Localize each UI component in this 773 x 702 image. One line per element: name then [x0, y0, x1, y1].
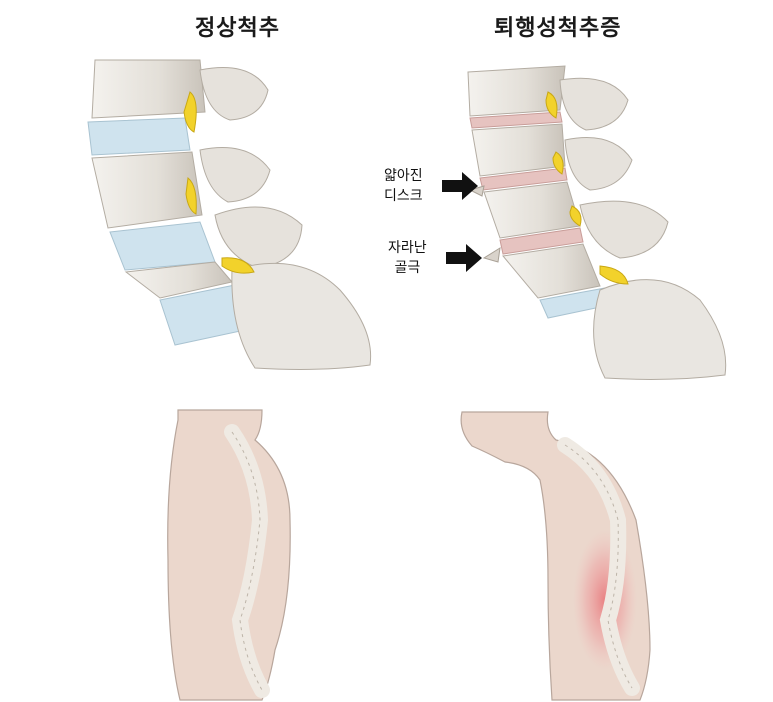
degenerative-spinal-column: [557, 437, 640, 696]
ligament: [183, 91, 197, 133]
ligament: [569, 205, 582, 227]
sacrum: [593, 279, 727, 380]
facet-process: [214, 206, 303, 269]
vertebra: [91, 59, 206, 119]
degenerative-spine-closeup: [467, 65, 727, 380]
degenerative-spine-title: 퇴행성척추증: [494, 16, 622, 41]
facet-process: [199, 147, 271, 203]
ligament: [221, 257, 255, 274]
healthy-disc: [87, 117, 191, 156]
ligament: [185, 177, 197, 215]
normal-spine-closeup: [87, 59, 372, 370]
vertebra: [471, 123, 566, 177]
healthy-disc: [109, 221, 216, 271]
facet-process: [579, 200, 669, 259]
arrow-thin-disc: [442, 172, 478, 200]
bone-spur-label: 자라난 골극: [388, 240, 427, 276]
normal-body-silhouette: [167, 409, 291, 701]
thin-disc: [469, 111, 563, 129]
ligament: [552, 151, 564, 175]
thin-disc-label: 얇아진 디스크: [384, 168, 423, 204]
normal-spine-title: 정상척추: [195, 16, 280, 41]
thin-disc: [499, 227, 584, 255]
vertebra: [502, 243, 601, 299]
arrow-bone-spur: [446, 244, 482, 272]
vertebra: [467, 65, 566, 117]
facet-process: [564, 137, 633, 191]
ligament: [599, 265, 629, 285]
bone-spur: [468, 185, 485, 197]
sacrum: [231, 262, 372, 370]
vertebra: [483, 181, 581, 239]
vertebra: [91, 151, 203, 229]
bone-spur: [482, 247, 501, 263]
facet-process: [559, 77, 629, 131]
ligament: [545, 91, 558, 119]
thin-disc: [479, 167, 568, 191]
degenerative-body-silhouette: [460, 411, 651, 701]
normal-spinal-column: [224, 424, 270, 698]
facet-process: [199, 67, 269, 121]
